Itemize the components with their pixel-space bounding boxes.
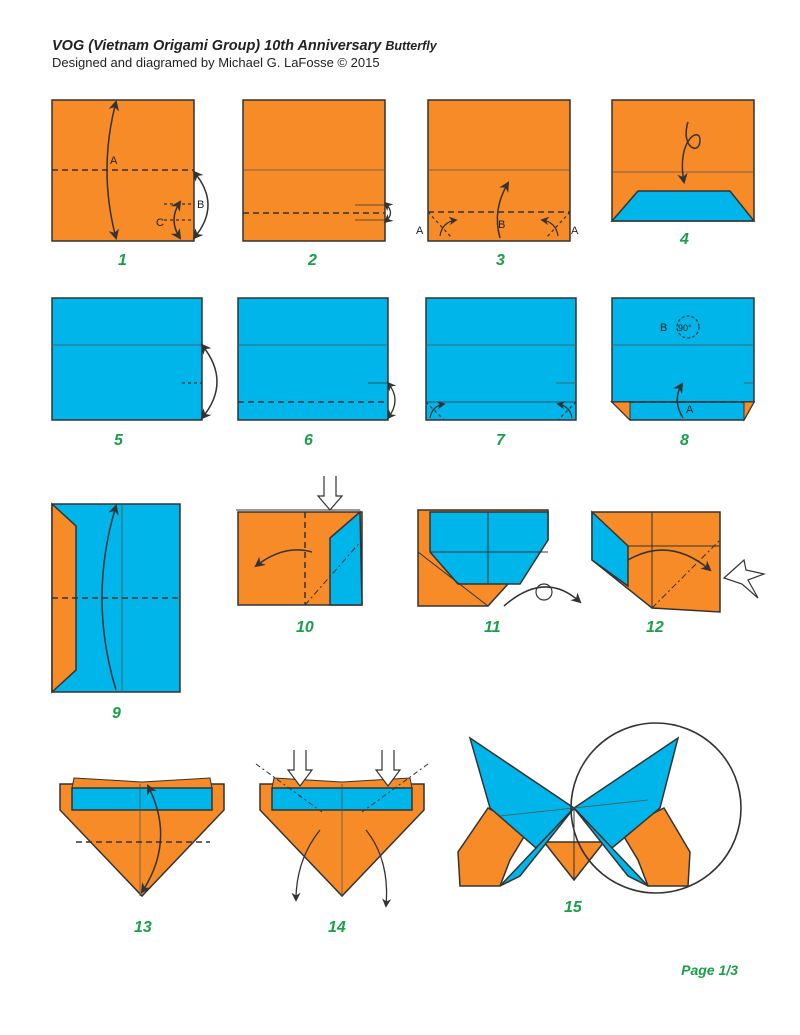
step-number-10: 10 <box>296 619 314 636</box>
label-90-degrees: 90° <box>678 323 692 333</box>
step-number-12: 12 <box>646 619 664 636</box>
step-14 <box>255 750 429 908</box>
label-b: B <box>660 322 667 334</box>
page-indicator: Page 1/3 <box>681 962 738 978</box>
step-12 <box>591 510 767 613</box>
step-number-2: 2 <box>307 252 317 269</box>
label-c: C <box>156 217 164 229</box>
header: VOG (Vietnam Origami Group) 10th Anniver… <box>52 38 437 70</box>
step-number-7: 7 <box>496 432 506 449</box>
step-number-1: 1 <box>118 252 127 269</box>
label-b: B <box>197 199 204 211</box>
byline: Designed and diagramed by Michael G. LaF… <box>52 55 380 70</box>
title-main: VOG (Vietnam Origami Group) 10th Anniver… <box>52 38 382 54</box>
step-number-11: 11 <box>484 619 501 636</box>
step-number-14: 14 <box>328 919 346 936</box>
step-5 <box>51 297 218 421</box>
page-title: VOG (Vietnam Origami Group) 10th Anniver… <box>52 38 437 54</box>
step-9 <box>51 502 181 694</box>
step-number-8: 8 <box>680 432 689 449</box>
label-a-right: A <box>571 225 579 237</box>
step-number-3: 3 <box>496 252 505 269</box>
label-a: A <box>686 404 694 416</box>
step-15 <box>457 722 742 894</box>
step-8: B 90° A <box>610 297 756 422</box>
step-number-9: 9 <box>112 705 121 722</box>
step-11 <box>417 509 582 607</box>
label-b: B <box>498 219 505 231</box>
step-number-13: 13 <box>134 919 152 936</box>
step-13 <box>59 777 225 898</box>
step-7 <box>425 297 577 421</box>
step-3: A B A <box>416 99 579 242</box>
step-4 <box>610 99 756 222</box>
step-2 <box>242 99 394 242</box>
label-a-left: A <box>416 225 424 237</box>
label-a: A <box>110 155 118 167</box>
step-1: A B C <box>51 99 209 242</box>
step-numbers: 1 2 3 4 5 6 7 8 9 10 11 12 13 14 15 <box>112 231 689 936</box>
step-number-6: 6 <box>304 432 313 449</box>
step-number-4: 4 <box>679 231 689 248</box>
step-10 <box>236 476 363 606</box>
title-suffix: Butterfly <box>385 39 437 53</box>
step-6 <box>237 297 397 421</box>
step-number-15: 15 <box>564 899 583 916</box>
step-number-5: 5 <box>114 432 124 449</box>
